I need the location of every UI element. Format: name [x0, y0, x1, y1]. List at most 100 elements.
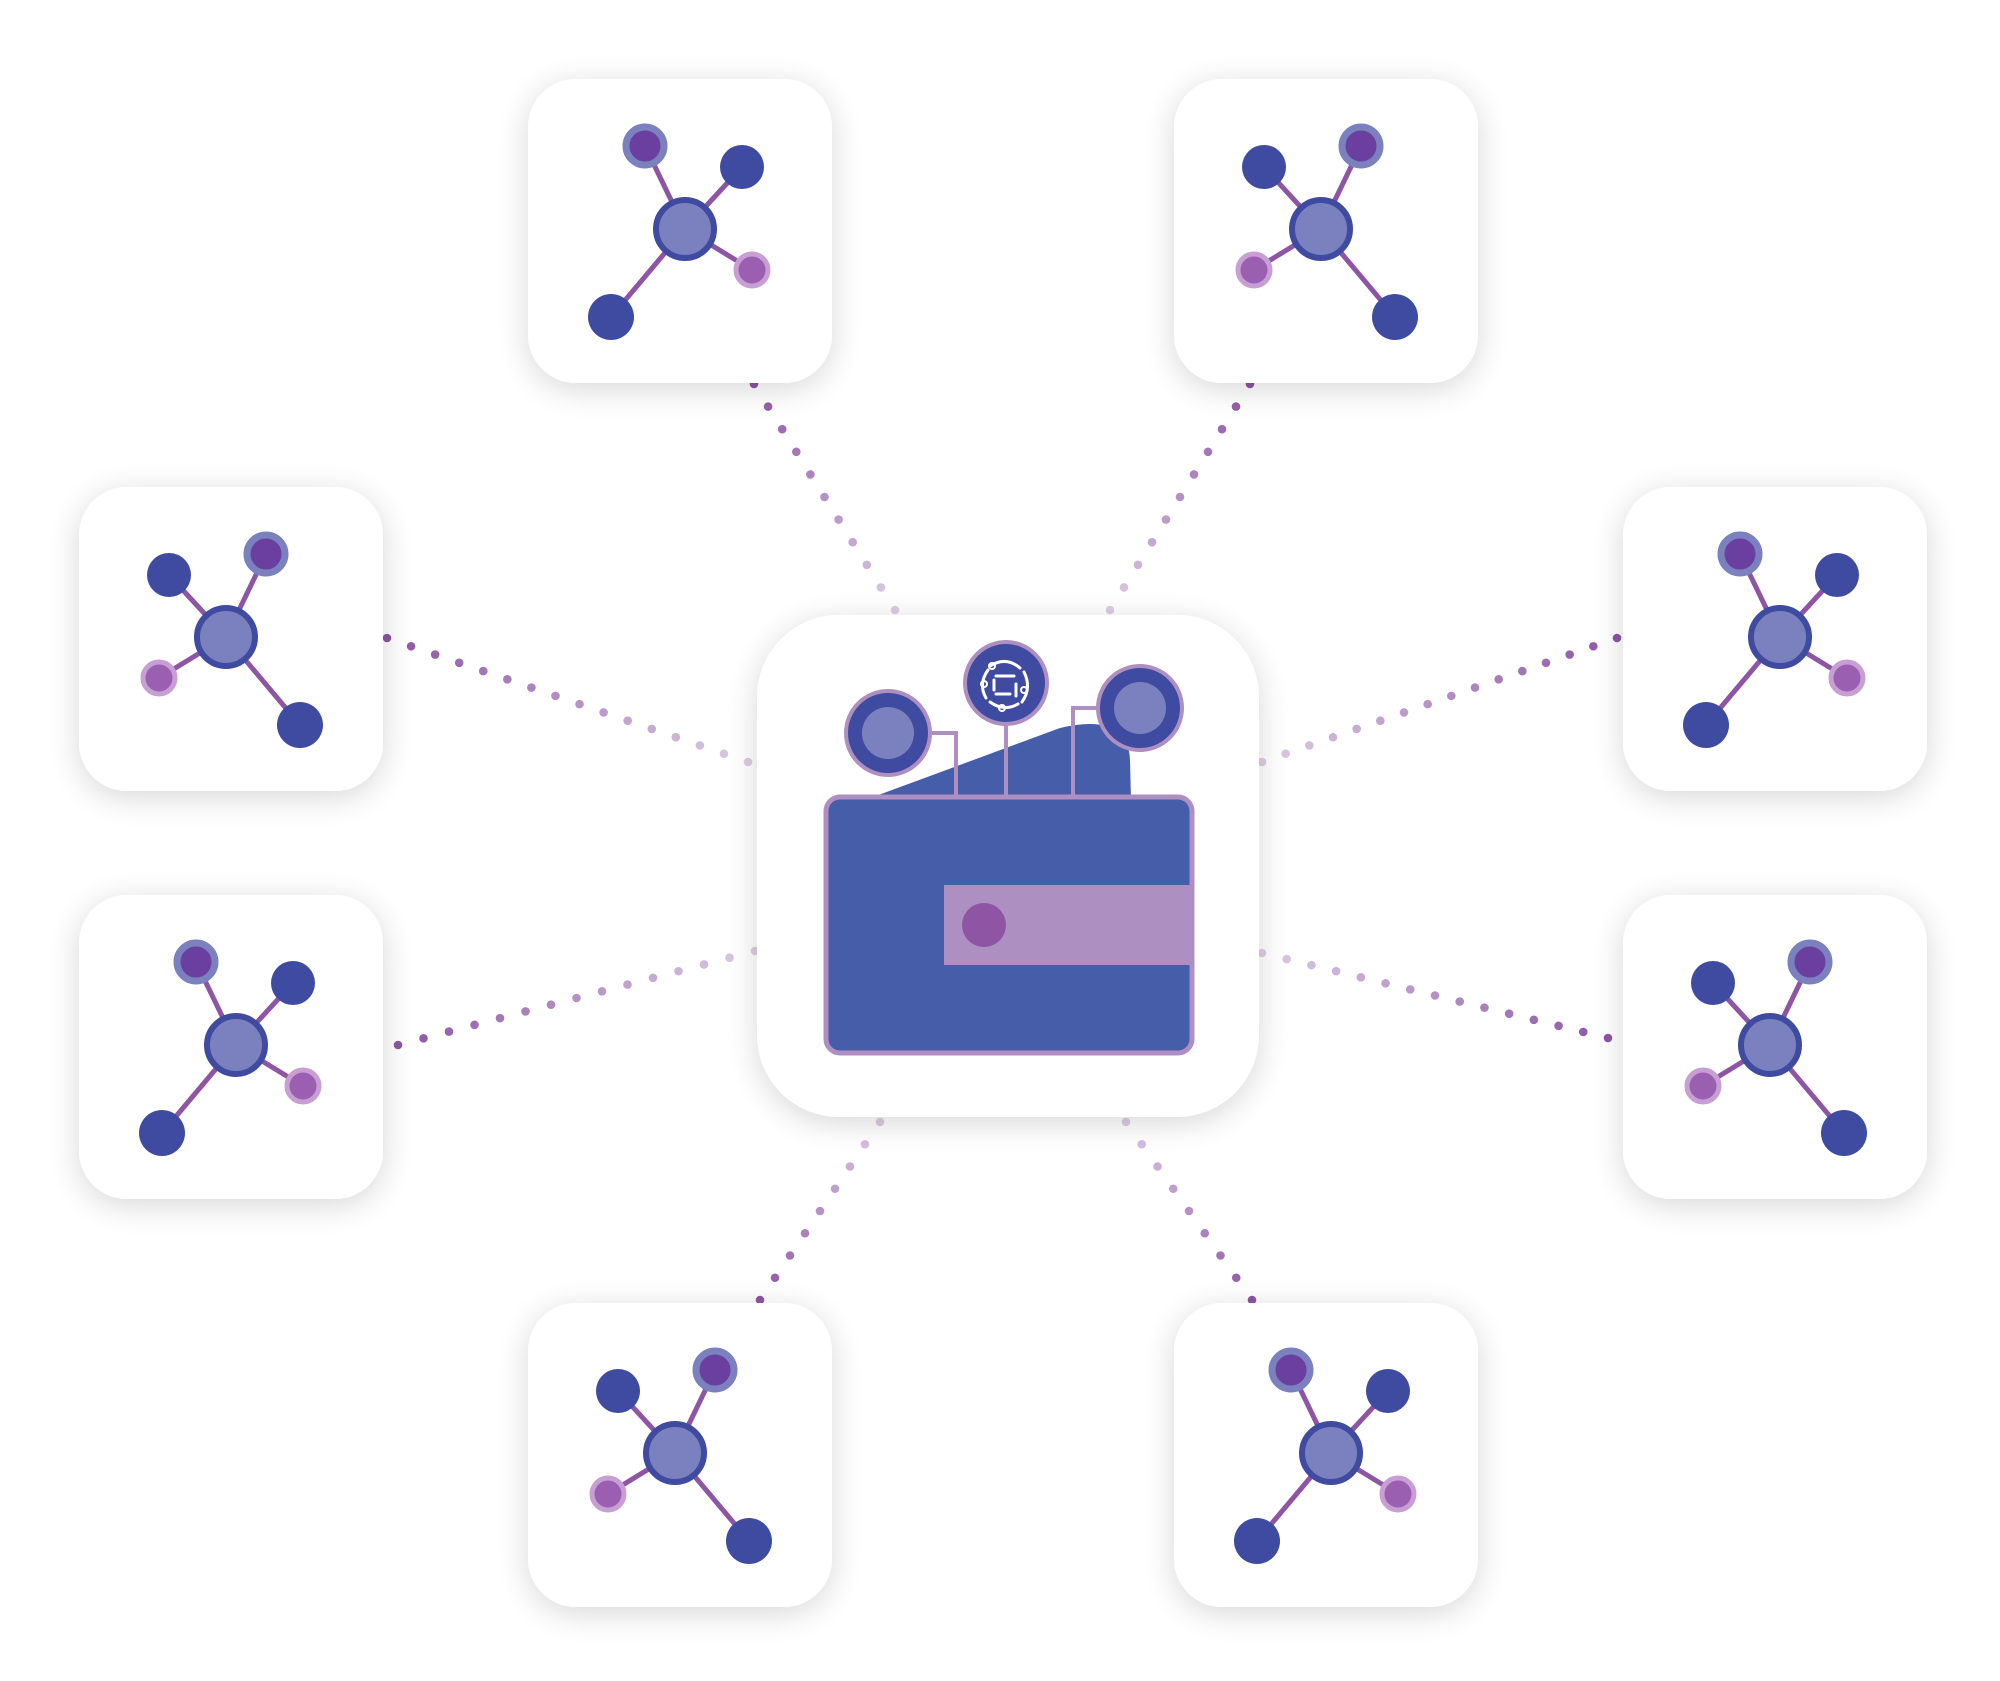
connector-dot — [1307, 960, 1316, 970]
connector-dot — [1184, 1206, 1194, 1216]
wallet-hub-tile — [757, 615, 1259, 1117]
connector-dot — [1175, 492, 1185, 502]
connector-dot — [1504, 1009, 1514, 1019]
connector-dot — [647, 724, 657, 734]
network-node — [692, 1347, 738, 1393]
connector-dot — [862, 560, 872, 570]
connector-dot — [860, 1139, 870, 1149]
token-stems — [925, 706, 1103, 797]
connector-line — [1257, 633, 1622, 767]
network-node — [588, 294, 634, 340]
connector-dot — [830, 1184, 840, 1194]
connector-dot — [719, 749, 729, 759]
connector-dot — [430, 650, 440, 659]
network-tile-lower-left — [79, 895, 383, 1199]
connector-dot — [1282, 954, 1292, 964]
network-node — [1717, 531, 1763, 577]
connector-dot — [755, 1295, 765, 1305]
connector-dot — [1565, 650, 1574, 659]
connector-line — [393, 946, 760, 1050]
connector-dot — [834, 515, 843, 524]
network-node — [1821, 1110, 1867, 1156]
connector-dot — [845, 1162, 855, 1171]
connector-dot — [1133, 560, 1143, 570]
connector-dot — [572, 993, 581, 1003]
network-node — [1787, 939, 1833, 985]
network-tile-upper-right — [1623, 487, 1927, 791]
connector-dot — [521, 1007, 530, 1016]
connector-dot — [1399, 708, 1409, 717]
connector-dot — [1105, 605, 1115, 615]
connector-dot — [815, 1206, 825, 1216]
network-node — [284, 1067, 322, 1105]
coin-icon — [844, 689, 932, 777]
network-icon — [1234, 1347, 1417, 1564]
connector-dot — [1470, 683, 1480, 692]
network-node — [1242, 145, 1286, 189]
network-node — [1372, 294, 1418, 340]
connector-dot — [695, 741, 705, 750]
network-hub-node — [1748, 605, 1812, 669]
connector-dot — [575, 699, 584, 709]
network-node — [733, 251, 771, 289]
connector-dot — [1423, 699, 1432, 709]
connector-dot — [503, 675, 512, 684]
network-node — [1234, 1518, 1280, 1564]
connector-dot — [546, 1000, 556, 1010]
network-node — [589, 1475, 627, 1513]
network-icon — [589, 1347, 772, 1564]
connector-dot — [1494, 675, 1503, 684]
network-hub-node — [643, 1421, 707, 1485]
connector-dot — [1153, 1162, 1162, 1171]
connector-dot — [777, 424, 787, 434]
connector-dot — [743, 757, 753, 767]
connector-dot — [1612, 633, 1622, 643]
network-node — [139, 1110, 185, 1156]
connector-dot — [1247, 1295, 1257, 1305]
wallet-back-flap — [865, 724, 1131, 800]
network-node — [243, 531, 289, 577]
connector-dot — [406, 641, 416, 651]
connector-dot — [478, 666, 488, 676]
network-tile-top-right — [1174, 79, 1478, 383]
connector-dot — [770, 1273, 780, 1283]
connector-line — [1105, 379, 1255, 615]
connector-dot — [382, 633, 392, 643]
network-node — [1338, 123, 1384, 169]
connector-dot — [1455, 997, 1465, 1006]
network-node — [1268, 1347, 1314, 1393]
network-icon — [1235, 123, 1418, 340]
network-tile-lower-right — [1623, 895, 1927, 1199]
network-node — [720, 145, 764, 189]
connector-dot — [820, 492, 829, 502]
network-tile-bottom-right — [1174, 1303, 1478, 1607]
connector-dot — [890, 605, 900, 615]
connector-dot — [1137, 1139, 1147, 1149]
connector-dot — [419, 1033, 428, 1043]
connector-dot — [495, 1013, 505, 1023]
connector-dot — [1578, 1027, 1588, 1037]
connector-dot — [806, 470, 815, 479]
brand-logo-icon — [963, 640, 1049, 726]
network-node — [622, 123, 668, 169]
connector-dot — [1381, 979, 1390, 988]
connector-dot — [674, 966, 683, 976]
connector-dot — [454, 658, 464, 668]
connector-dot — [623, 716, 632, 725]
connector-dot — [393, 1040, 403, 1050]
connector-line — [755, 1117, 885, 1305]
network-node — [147, 553, 191, 597]
connector-dot — [1281, 749, 1290, 759]
connector-dot — [1356, 972, 1366, 982]
connector-dot — [1518, 666, 1527, 676]
network-icon — [588, 123, 771, 340]
network-node — [140, 659, 178, 697]
connector-dot — [1305, 741, 1314, 750]
connector-dot — [671, 732, 681, 742]
network-node — [1683, 702, 1729, 748]
network-icon — [139, 939, 322, 1156]
connector-dot — [800, 1228, 810, 1238]
network-tile-upper-left — [79, 487, 383, 791]
connector-dot — [1161, 515, 1171, 524]
